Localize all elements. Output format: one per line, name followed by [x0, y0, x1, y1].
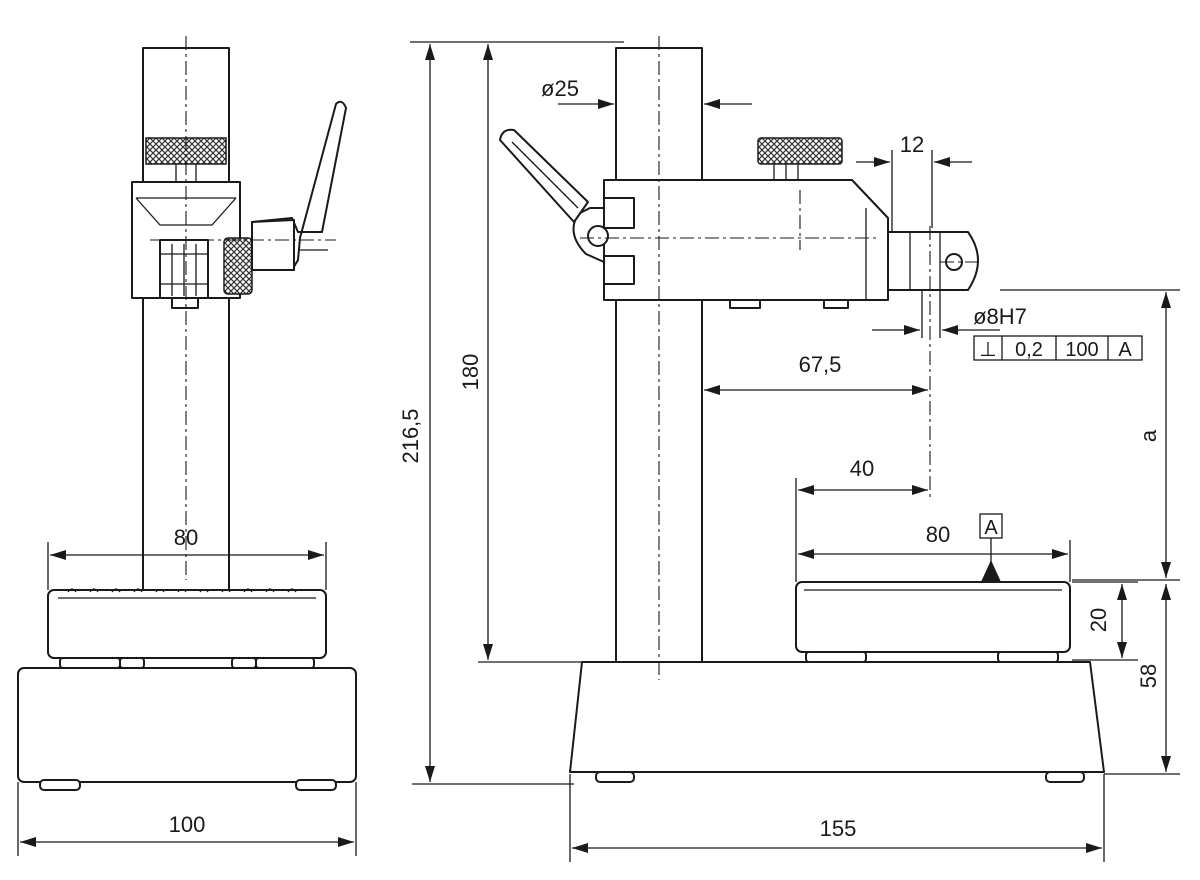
arrow: [1052, 549, 1068, 559]
dim-table-to-axis: 40: [850, 456, 874, 481]
dim-table-height: 20: [1086, 608, 1111, 632]
arrow: [338, 837, 354, 847]
front-table: [47, 589, 327, 659]
side-view: [499, 36, 1105, 783]
datum-triangle: [981, 560, 1001, 582]
arrow: [874, 157, 890, 167]
dim-front-table-width: 80: [174, 525, 198, 550]
front-base-foot-left: [39, 779, 81, 791]
arrow: [572, 843, 588, 853]
dim-base-length: 155: [820, 816, 857, 841]
side-spindle-holder: [887, 231, 979, 291]
dim-reach-to-axis: 67,5: [799, 352, 842, 377]
arrow: [704, 99, 720, 109]
tolerance-datum: A: [1118, 339, 1132, 361]
side-base-foot-left: [595, 771, 635, 783]
arrow: [912, 485, 928, 495]
extension-line: [47, 542, 327, 590]
dim-adjustable-height: a: [1136, 429, 1161, 442]
arrow: [942, 325, 958, 335]
side-table-pad: [805, 651, 867, 663]
datum-label: A: [984, 517, 998, 539]
dim-base-height: 58: [1136, 664, 1161, 688]
arrow: [1117, 584, 1127, 600]
arrow: [798, 485, 814, 495]
dim-column-height: 180: [458, 354, 483, 391]
arrow: [483, 644, 493, 660]
arrow: [1117, 642, 1127, 658]
side-pivot-screw: [587, 225, 609, 247]
arrow: [598, 99, 614, 109]
front-base: [17, 667, 357, 783]
arrow: [1161, 756, 1171, 772]
arrow: [1086, 843, 1102, 853]
extension-line: [569, 774, 1105, 862]
dim-holder-length: 12: [900, 132, 924, 157]
side-table-pad: [997, 651, 1059, 663]
side-column: [615, 47, 703, 663]
arrow: [904, 325, 920, 335]
dim-table-width: 80: [926, 522, 950, 547]
side-knurled-knob: [757, 137, 843, 165]
front-table-pad: [255, 657, 315, 669]
arrow: [1161, 562, 1171, 578]
side-arm-notch: [603, 255, 635, 285]
arrow: [798, 549, 814, 559]
side-dimensions: 216,5 180 ø25 12 ø8H7 ⊥ 0,2 100 A: [398, 41, 1180, 862]
front-clamp-slot: [175, 164, 197, 182]
front-knurled-knob: [223, 237, 253, 295]
front-clamp-detail: [160, 244, 208, 296]
arrow: [425, 44, 435, 60]
extension-line: [921, 290, 941, 338]
front-table-pad: [59, 657, 121, 669]
front-lever-hub: [251, 219, 295, 271]
arrow: [1161, 584, 1171, 600]
tolerance-length: 100: [1065, 339, 1098, 361]
side-base: [569, 661, 1105, 773]
front-base-foot-right: [295, 779, 337, 791]
arrow: [425, 766, 435, 782]
arrow: [704, 385, 720, 395]
arrow: [912, 385, 928, 395]
tolerance-frame-border: [973, 335, 1143, 361]
datum-marker: A: [979, 513, 1003, 582]
dim-total-height: 216,5: [398, 408, 423, 463]
tolerance-symbol: ⊥: [979, 339, 996, 361]
tolerance-value: 0,2: [1015, 339, 1043, 361]
side-lever-detail: [511, 141, 579, 209]
front-view: [17, 36, 357, 791]
front-clamp-foot: [171, 297, 199, 309]
extension-line: [891, 150, 933, 232]
arrow: [483, 44, 493, 60]
arrow: [934, 157, 950, 167]
extension-line: [17, 782, 357, 856]
dim-front-base-width: 100: [169, 812, 206, 837]
tolerance-frame: ⊥ 0,2 100 A: [973, 335, 1143, 361]
arrow: [50, 550, 66, 560]
side-arm-foot: [823, 299, 849, 309]
front-dimensions: 80 100: [17, 525, 357, 856]
front-table-pad: [119, 657, 145, 669]
side-table: [795, 581, 1071, 653]
front-table-pad: [231, 657, 257, 669]
dim-column-diameter: ø25: [541, 76, 579, 101]
arrow: [308, 550, 324, 560]
arrow: [1161, 292, 1171, 308]
dim-bore-diameter: ø8H7: [973, 304, 1027, 329]
side-arm-foot: [729, 299, 761, 309]
tolerance-frame-dividers: [1001, 336, 1109, 360]
side-arm-notch: [603, 197, 635, 229]
arrow: [20, 837, 36, 847]
side-base-foot-right: [1045, 771, 1085, 783]
side-knob-stem: [773, 164, 799, 180]
side-holder-detail: [909, 232, 941, 290]
side-holder-arm: [603, 179, 889, 301]
